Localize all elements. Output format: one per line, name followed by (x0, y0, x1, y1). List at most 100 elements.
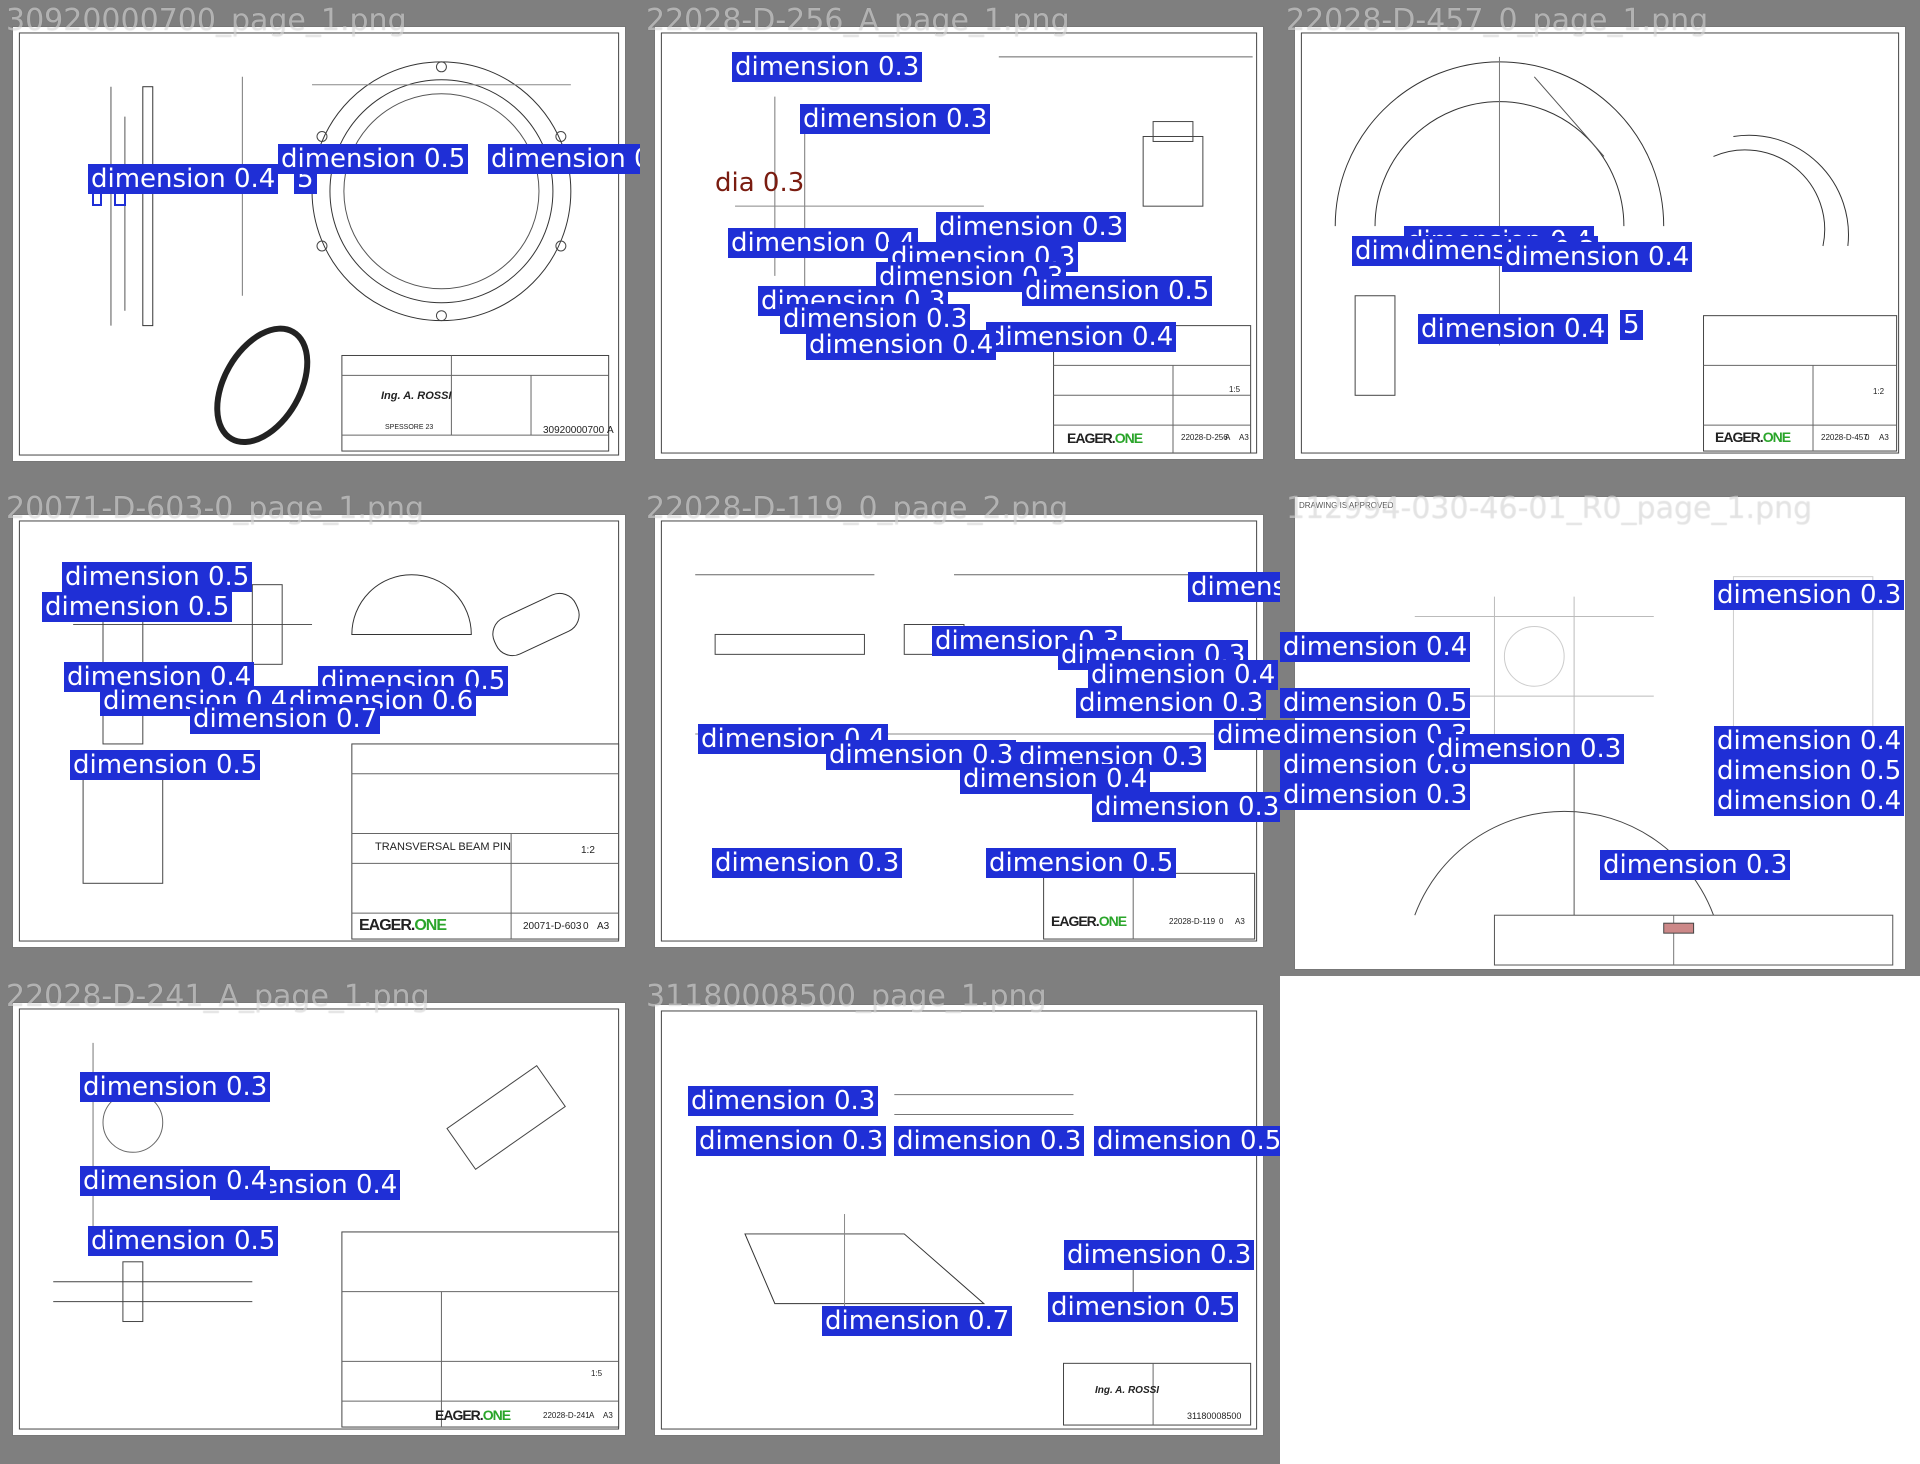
tile-caption: 22028-D-119_0_page_2.png (646, 491, 1069, 526)
detection-label: dimension 0.4 (1714, 726, 1905, 756)
detection-label: dimension 0.4 (80, 1166, 271, 1196)
title-block-code: 22028-D-241 (543, 1411, 590, 1420)
detection-label: dimension 0.5 (278, 144, 469, 174)
detection-label: dimension 0.3 (780, 304, 971, 334)
detection-label: dimension 0.6 (286, 686, 477, 716)
detection-label: dimension 0.5 (42, 592, 233, 622)
tile-30920000700: 30920000700_page_1.png (0, 0, 640, 488)
detection-label: dimension 0.3 (80, 1072, 271, 1102)
title-block-company: EAGER.ONE (1051, 913, 1127, 929)
detection-label: 5 (1620, 310, 1643, 340)
tile-caption: 22028-D-241_A_page_1.png (6, 979, 430, 1014)
detection-label: dimension 0.3 (712, 848, 903, 878)
title-block-code: 30920000700 (543, 425, 605, 436)
title-block-size: A3 (1239, 433, 1249, 442)
detection-label: dimension 0.4 (1714, 786, 1905, 816)
title-block-rev: A (607, 425, 614, 436)
title-block-company: Ing. A. ROSSI (1095, 1385, 1160, 1396)
detection-label: dimension 0.6 (488, 144, 640, 174)
title-block-code: 31180008500 (1187, 1411, 1242, 1421)
title-block-rev: A (1225, 433, 1231, 442)
detection-label: dimension 0.4 (1280, 632, 1471, 662)
title-block-size: A3 (603, 1411, 613, 1420)
tile-22028-D-256: 22028-D-256_A_page_1.png EAGER.ONE 22028… (640, 0, 1280, 488)
detection-label: dimension 0.5 (70, 750, 261, 780)
title-block-rev: A (589, 1411, 595, 1420)
technical-drawing (18, 1008, 620, 1430)
title-block-scale: 1:2 (581, 845, 595, 856)
title-block-company: EAGER.ONE (359, 917, 447, 934)
title-block-scale: 1:5 (1229, 385, 1241, 394)
title-block-size: A3 (597, 921, 610, 932)
title-block-code: 22028-D-457 (1821, 433, 1868, 442)
title-block-rev: 0 (583, 921, 589, 932)
title-block-code: 20071-D-603 (523, 921, 582, 932)
technical-drawing (1300, 32, 1900, 454)
title-block-size: A3 (1879, 433, 1889, 442)
detection-label: dimension 0.3 (1280, 780, 1471, 810)
detection-label: dimension 0.3 (1092, 792, 1280, 822)
drawing-sheet: Ing. A. ROSSI SPESSORE 23 30920000700 A (12, 26, 626, 462)
detection-label: dimension 0.4 (1418, 314, 1609, 344)
title-block-company: EAGER.ONE (1067, 430, 1143, 446)
detection-label: dimension 0.3 (688, 1086, 879, 1116)
technical-drawing (1414, 576, 1894, 966)
detection-label: dimension 0.4 (728, 228, 919, 258)
title-block-company: EAGER.ONE (1715, 429, 1791, 445)
title-block-rev: 0 (1865, 433, 1870, 442)
detection-label: dimension 0.5 (62, 562, 253, 592)
tile-caption: 22028-D-256_A_page_1.png (646, 3, 1070, 38)
detection-label: dimension 0.5 (1714, 756, 1905, 786)
detection-label: dimension 0.5 (1094, 1126, 1280, 1156)
detection-label: dimension 0.5 (1048, 1292, 1239, 1322)
title-block-scale: 1:5 (591, 1369, 603, 1378)
detection-label: dimension 0.5 (1280, 688, 1471, 718)
title-block-company: Ing. A. ROSSI (381, 390, 452, 402)
detection-label: dimension 0.3 (936, 212, 1127, 242)
title-block-note: DRAWING IS APPROVED (1299, 501, 1394, 510)
detection-label: dimension 0.3 (894, 1126, 1085, 1156)
title-block-scale: 1:2 (1873, 387, 1885, 396)
detection-label: dimension 0.4 (960, 764, 1151, 794)
detection-label: dimension 0.7 (190, 704, 381, 734)
detection-label: dimension 0.4 (88, 164, 279, 194)
title-block-code: 22028-D-119 (1169, 917, 1216, 926)
tile-caption: 31180008500_page_1.png (646, 979, 1047, 1014)
title-block-rev: 0 (1219, 917, 1224, 926)
detection-label: dimension 0.5 (986, 848, 1177, 878)
detection-label: dimension 0.3 (732, 52, 923, 82)
detection-label: dimension 0.3 (1434, 734, 1625, 764)
detection-label: dimension 0.3 (1714, 580, 1905, 610)
tile-22028-D-241: 22028-D-241_A_page_1.png EAGER.ONE 22028… (0, 976, 640, 1464)
detection-label: dimension 0.4 (1088, 660, 1279, 690)
detection-label: dimension 0.5 (1022, 276, 1213, 306)
title-block-note: SPESSORE 23 (385, 424, 434, 431)
tile-20071-D-603: 20071-D-603-0_page_1.png TRANSVERSAL BEA… (0, 488, 640, 976)
detection-label: dimension 0.4 (986, 322, 1177, 352)
title-block-size: A3 (1235, 917, 1245, 926)
detection-label: dimension 0.3 (696, 1126, 887, 1156)
tile-112994-030-46-01: 112994-030-46-01_R0_page_1.png DRAWING I… (1280, 488, 1920, 976)
detection-label: dimension 0.3 (1076, 688, 1267, 718)
title-block-code: 22028-D-256 (1181, 433, 1228, 442)
detection-label: dimension 0.3 (800, 104, 991, 134)
detection-label: dimension 0.4 (806, 330, 997, 360)
tile-22028-D-119: 22028-D-119_0_page_2.png EAGER.ONE 22028… (640, 488, 1280, 976)
tile-caption: 20071-D-603-0_page_1.png (6, 491, 425, 526)
tile-caption: 30920000700_page_1.png (6, 3, 407, 38)
detection-label: dia 0.3 (715, 168, 805, 198)
tile-22028-D-457: 22028-D-457_0_page_1.png EAGER.ONE 22028… (1280, 0, 1920, 488)
detection-label: dimension 0.3 (1188, 572, 1280, 602)
detection-label: dimension 0.4 (1502, 242, 1693, 272)
detection-label: dimension 0.3 (1600, 850, 1791, 880)
drawing-sheet: EAGER.ONE 22028-D-241 1:5 A A3 (12, 1002, 626, 1436)
tile-31180008500: 31180008500_page_1.png Ing. A. ROSSI 311… (640, 976, 1280, 1464)
detection-label: dimension 0.5 (88, 1226, 279, 1256)
technical-drawing (660, 1010, 1258, 1430)
drawing-sheet: Ing. A. ROSSI 31180008500 (654, 1004, 1264, 1436)
tile-caption: 112994-030-46-01_R0_page_1.png (1286, 491, 1813, 526)
detection-label: dimension 0.7 (822, 1306, 1013, 1336)
title-block-company: EAGER.ONE (435, 1407, 511, 1423)
title-block-name: TRANSVERSAL BEAM PIN (375, 841, 511, 853)
